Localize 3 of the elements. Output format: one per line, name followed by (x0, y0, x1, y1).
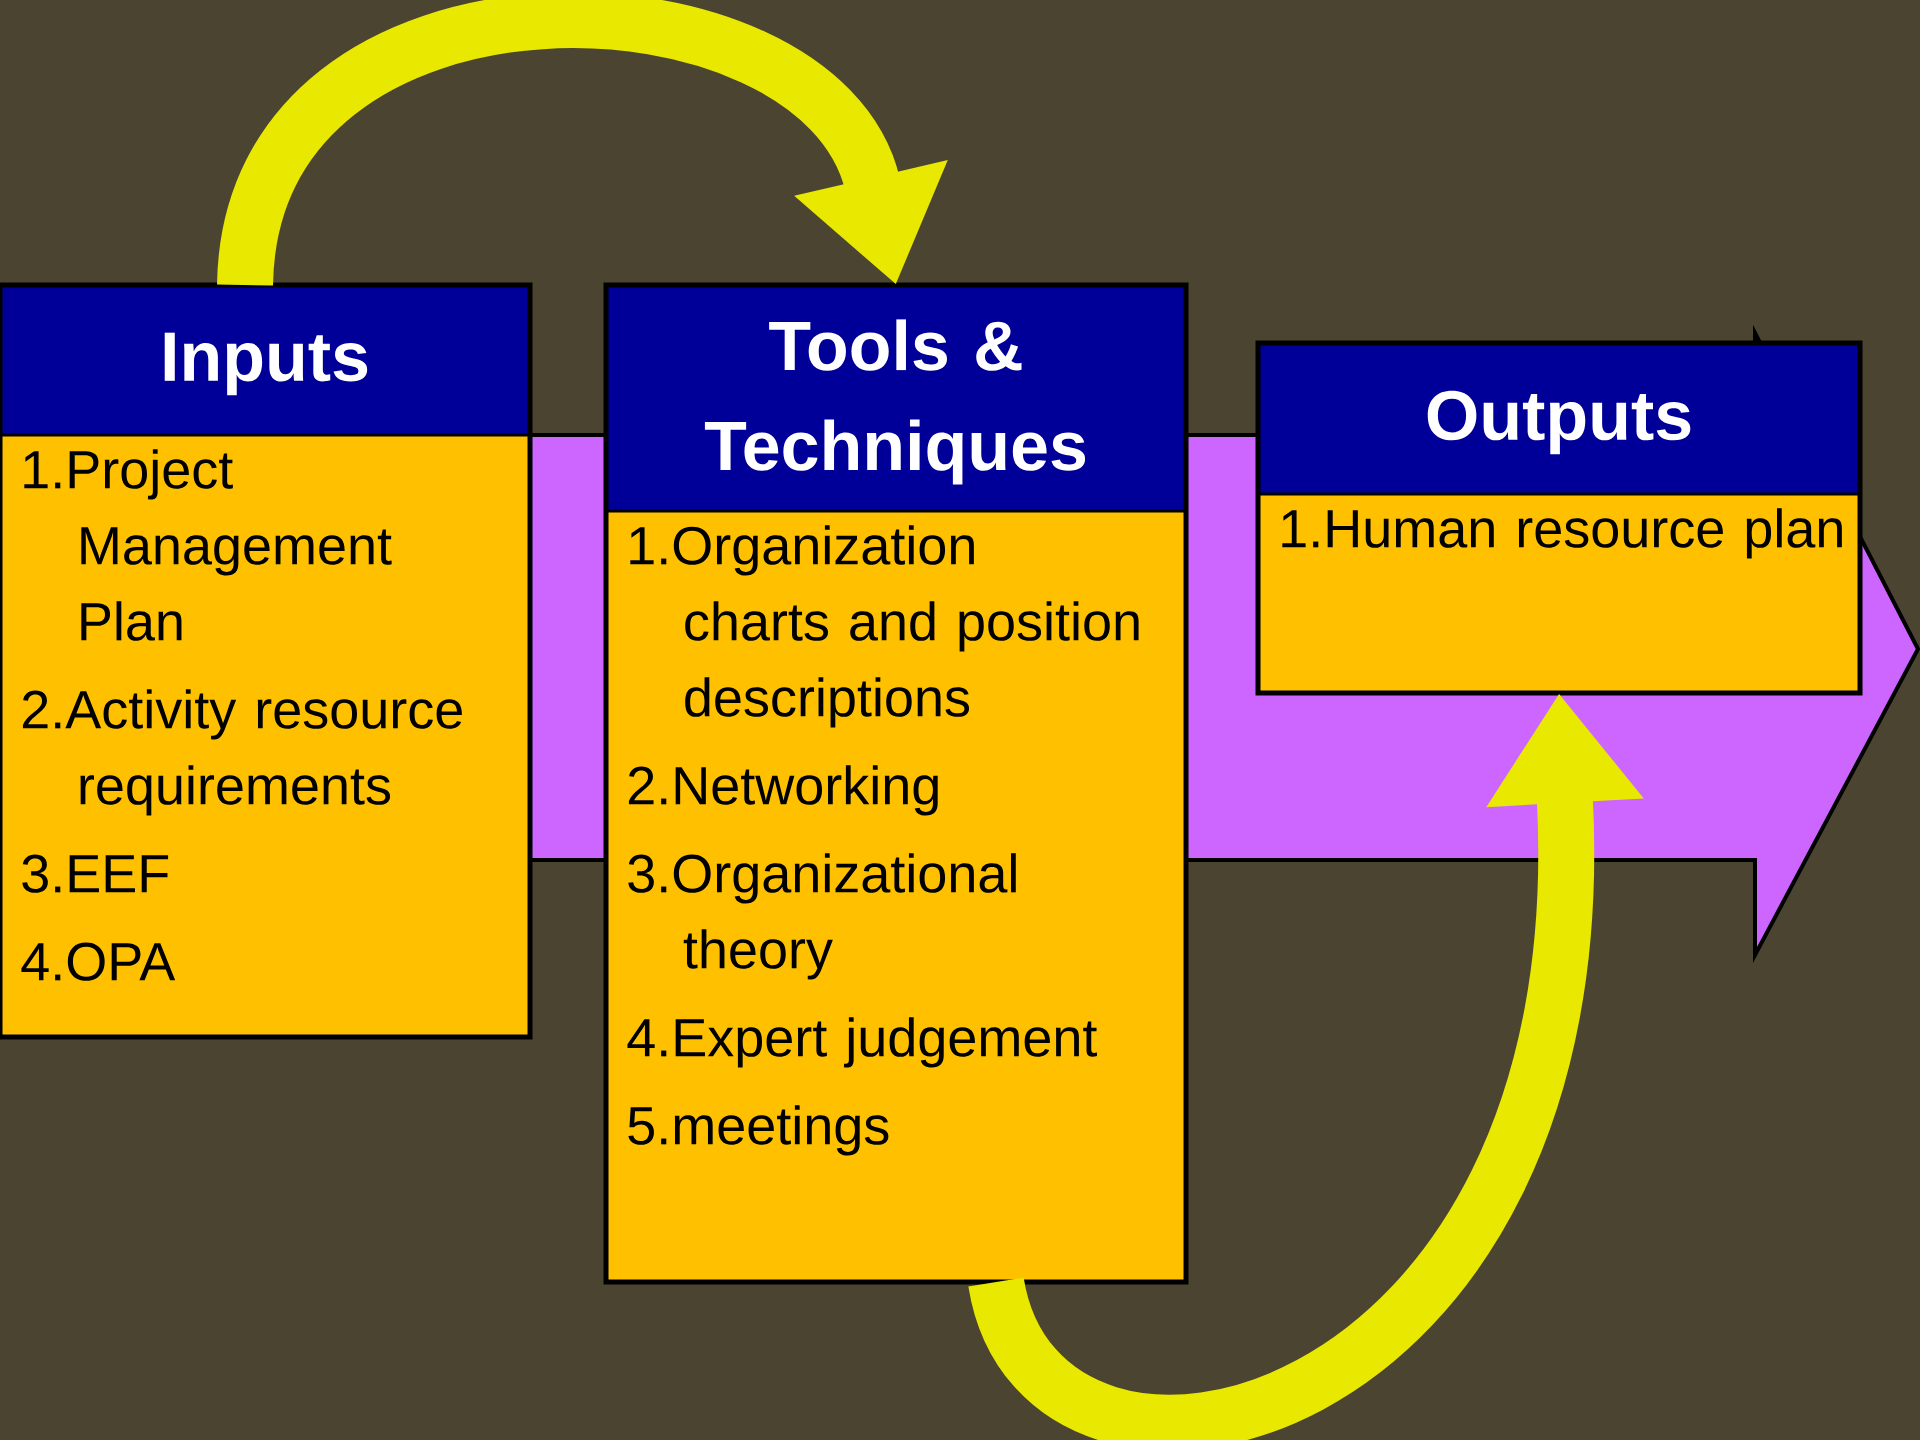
process-box: Inputs 1.Project Management Plan 2.Activity resource requirements 3.EEF 4.OPA (0, 282, 533, 1040)
process-box: Outputs 1.Human resource plan (1255, 340, 1863, 696)
process-box: Tools & Techniques 1.Organization charts and position descriptions 2.Networking 3.Organizational theory 4.Expert judgement 5.meetings (603, 282, 1189, 1285)
